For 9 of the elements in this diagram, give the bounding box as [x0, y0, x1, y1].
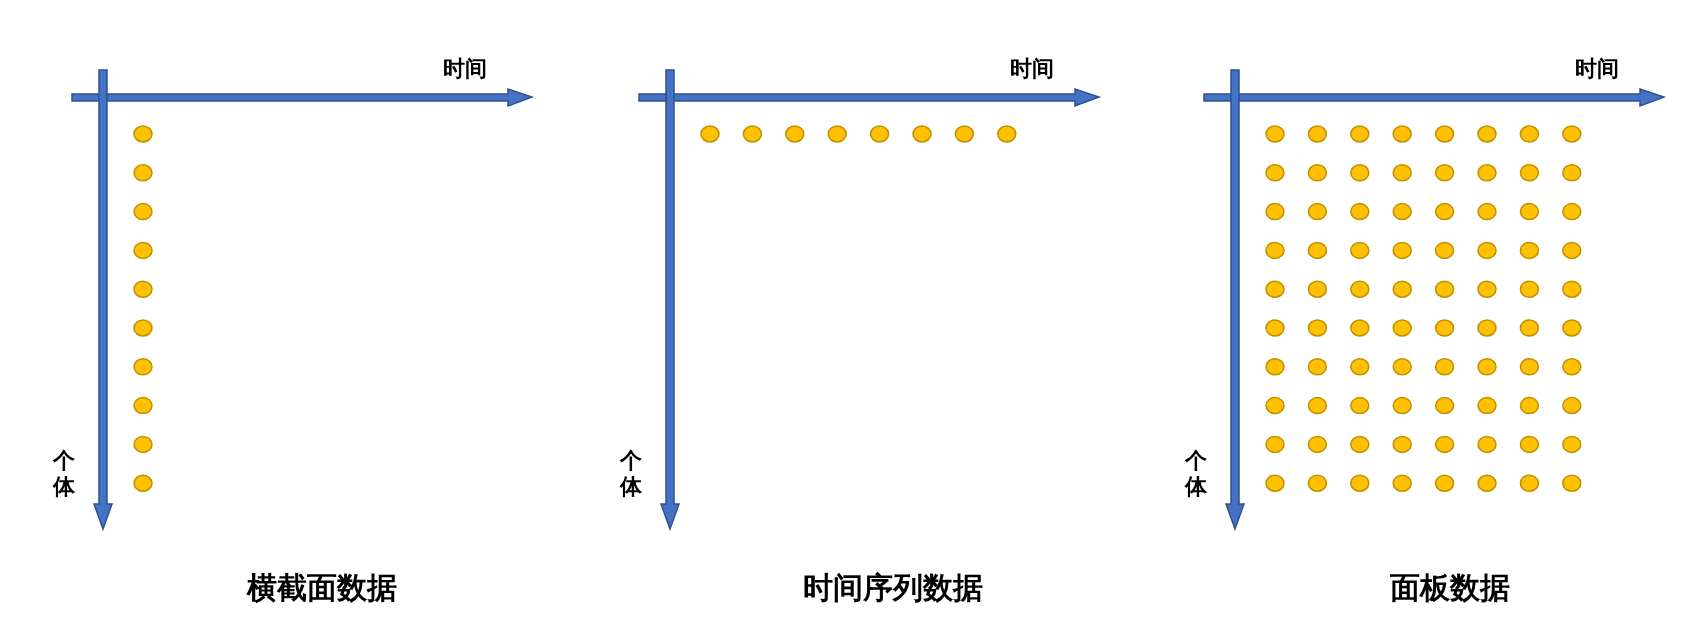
axis-label: 个体	[53, 448, 76, 500]
axis-label: 时间	[1010, 55, 1054, 83]
axis-label: 个体	[620, 448, 643, 500]
axis-label: 时间	[443, 55, 487, 83]
panel-title: 时间序列数据	[803, 569, 983, 607]
axis-label: 个体	[1185, 448, 1208, 500]
panel-title: 横截面数据	[247, 569, 397, 607]
axis-label: 时间	[1575, 55, 1619, 83]
panel-title: 面板数据	[1390, 569, 1510, 607]
